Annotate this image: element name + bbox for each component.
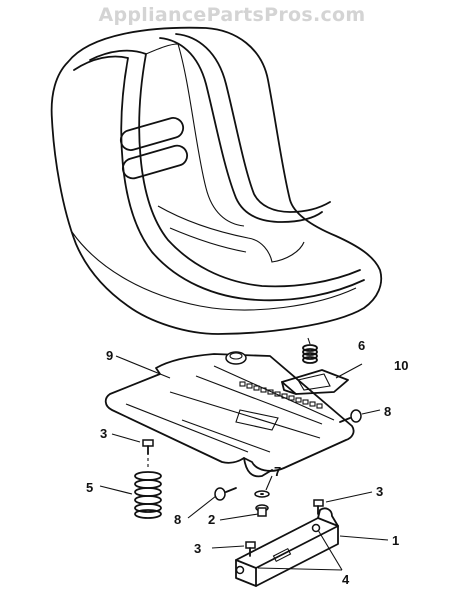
callout-3-left: 3 bbox=[100, 426, 107, 441]
callout-5: 5 bbox=[86, 480, 93, 495]
mounting-bracket bbox=[235, 507, 339, 587]
bolt-side-right bbox=[339, 409, 362, 423]
washer bbox=[254, 490, 270, 498]
callout-8-left: 8 bbox=[174, 512, 181, 527]
bolt-top-left bbox=[142, 439, 154, 455]
leader-lines bbox=[99, 337, 389, 571]
small-spring bbox=[302, 344, 318, 364]
callout-4: 4 bbox=[342, 572, 350, 587]
seat-cushion bbox=[50, 26, 383, 335]
large-spring bbox=[134, 452, 162, 519]
adjuster-slots bbox=[239, 381, 323, 409]
seat-pan bbox=[104, 351, 355, 478]
callout-3-right: 3 bbox=[376, 484, 383, 499]
pivot-pin bbox=[255, 504, 269, 517]
watermark-text: AppliancePartsPros.com bbox=[98, 4, 366, 26]
adjuster-latch bbox=[281, 369, 349, 395]
callout-6: 6 bbox=[358, 338, 365, 353]
callout-labels: 9 6 10 8 3 5 7 8 2 3 1 3 4 bbox=[86, 338, 408, 587]
callout-8-right: 8 bbox=[384, 404, 391, 419]
bolt-right bbox=[313, 499, 324, 515]
callout-10: 10 bbox=[394, 358, 408, 373]
bolt-side-left bbox=[214, 487, 237, 501]
callout-9: 9 bbox=[106, 348, 113, 363]
callout-2: 2 bbox=[208, 512, 215, 527]
callout-7: 7 bbox=[274, 464, 281, 479]
callout-3-bottom: 3 bbox=[194, 541, 201, 556]
callout-1: 1 bbox=[392, 533, 399, 548]
